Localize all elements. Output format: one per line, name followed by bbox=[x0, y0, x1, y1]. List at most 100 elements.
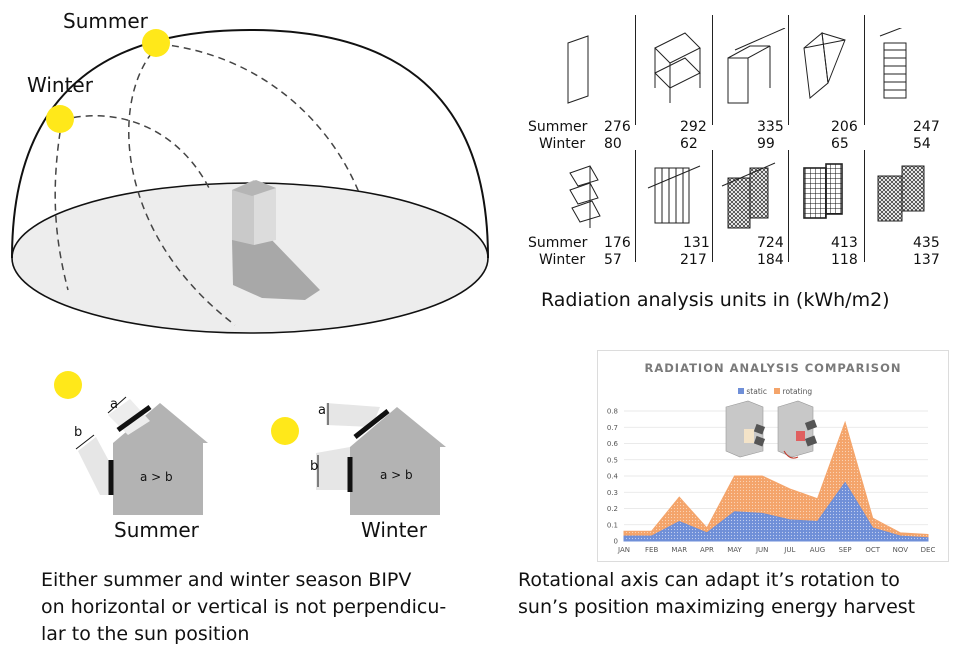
x-tick-label: FEB bbox=[645, 546, 658, 554]
winter-sun-path-arc bbox=[61, 115, 211, 191]
y-tick-label: 0.7 bbox=[607, 424, 618, 432]
legend-swatch-static bbox=[738, 388, 744, 394]
row-label-summer: Summer bbox=[528, 119, 588, 135]
summer-sun-icon bbox=[54, 371, 82, 399]
grid-divider bbox=[864, 150, 865, 262]
row-label-winter: Winter bbox=[539, 136, 586, 152]
chart-legend: static rotating bbox=[738, 387, 812, 396]
y-tick-label: 0.8 bbox=[607, 408, 618, 416]
grid-divider bbox=[864, 15, 865, 125]
winter-dim-a-label: a bbox=[318, 403, 326, 418]
row-label-winter: Winter bbox=[539, 252, 586, 268]
summer-dim-a-label: a bbox=[110, 397, 118, 412]
winter-value: 184 bbox=[757, 252, 784, 268]
summer-sun-path-arc bbox=[159, 43, 361, 196]
winter-sun-icon bbox=[271, 417, 299, 445]
winter-sun-path bbox=[54, 119, 69, 291]
x-tick-label: SEP bbox=[839, 546, 852, 554]
summer-value: 292 bbox=[680, 119, 707, 135]
winter-sun-icon bbox=[46, 105, 74, 133]
striped-panel-icon bbox=[647, 165, 701, 224]
legend-swatch-rotating bbox=[774, 388, 781, 394]
summer-value: 413 bbox=[831, 235, 858, 251]
y-tick-label: 0.4 bbox=[607, 473, 619, 481]
y-tick-label: 0 bbox=[614, 538, 618, 546]
winter-house-label: Winter bbox=[361, 518, 427, 542]
grid-divider bbox=[788, 15, 789, 125]
summer-sun-label: Summer bbox=[63, 9, 148, 33]
summer-value: 131 bbox=[683, 235, 710, 251]
bipv-caption-line: Either summer and winter season BIPV bbox=[41, 569, 412, 591]
x-tick-label: NOV bbox=[893, 546, 909, 554]
x-tick-label: DEC bbox=[921, 546, 936, 554]
radiation-analysis-grid: Summer Winter 276 80 292 62 335 99 206 6… bbox=[520, 10, 958, 320]
winter-value: 217 bbox=[680, 252, 707, 268]
rotation-caption-line: Rotational axis can adapt it’s rotation … bbox=[518, 569, 900, 591]
bipv-caption: Either summer and winter season BIPV on … bbox=[41, 567, 446, 648]
y-tick-label: 0.2 bbox=[607, 505, 618, 513]
summer-roof-panel bbox=[116, 404, 152, 433]
grid-divider bbox=[712, 15, 713, 125]
winter-wall-beam bbox=[316, 447, 350, 490]
grid-divider bbox=[712, 150, 713, 262]
winter-value: 57 bbox=[604, 252, 622, 268]
legend-label-rotating: rotating bbox=[782, 387, 813, 396]
winter-value: 80 bbox=[604, 136, 622, 152]
summer-value: 335 bbox=[757, 119, 784, 135]
winter-value: 137 bbox=[913, 252, 940, 268]
x-tick-label: JAN bbox=[617, 546, 630, 554]
flat-panel-icon bbox=[567, 35, 589, 104]
winter-value: 118 bbox=[831, 252, 858, 268]
winter-value: 65 bbox=[831, 136, 849, 152]
chart-panel: RADIATION ANALYSIS COMPARISON static rot… bbox=[597, 350, 949, 562]
chart-title: RADIATION ANALYSIS COMPARISON bbox=[644, 361, 902, 375]
house-comparison: a b a > b Summer a b a > b Winter bbox=[0, 355, 500, 555]
winter-house bbox=[350, 407, 446, 515]
summer-value: 724 bbox=[757, 235, 784, 251]
bottom-row-panel-sketches bbox=[569, 162, 925, 229]
houses-svg bbox=[54, 371, 446, 515]
louver-panel-icon bbox=[879, 28, 907, 99]
twisted-panel-icon bbox=[803, 32, 846, 99]
y-tick-label: 0.5 bbox=[607, 456, 618, 464]
building-left-face bbox=[232, 180, 254, 245]
winter-value: 54 bbox=[913, 136, 931, 152]
summer-sun-path bbox=[128, 43, 236, 326]
x-tick-label: OCT bbox=[865, 546, 880, 554]
summer-value: 206 bbox=[831, 119, 858, 135]
grid-panel-icon bbox=[803, 163, 843, 219]
bipv-caption-line: on horizontal or vertical is not perpend… bbox=[41, 596, 447, 618]
building-roof bbox=[232, 180, 276, 196]
x-tick-label: APR bbox=[700, 546, 714, 554]
building-icon-rotating bbox=[777, 400, 818, 459]
legend-label-static: static bbox=[746, 387, 767, 396]
dimension-a bbox=[107, 396, 127, 414]
winter-sun-label: Winter bbox=[27, 73, 93, 97]
summer-house-label: Summer bbox=[114, 518, 199, 542]
x-tick-label: AUG bbox=[810, 546, 825, 554]
x-tick-label: JUN bbox=[755, 546, 768, 554]
rotation-arrow-icon bbox=[783, 450, 799, 459]
summer-value: 247 bbox=[913, 119, 940, 135]
folded-panel-icon bbox=[654, 32, 701, 103]
mesh-panel-icon bbox=[721, 162, 776, 229]
dimension-b bbox=[75, 434, 95, 450]
summer-inner-text: a > b bbox=[140, 470, 173, 484]
top-row-panel-sketches bbox=[567, 28, 907, 104]
rotation-caption-line: sun’s position maximizing energy harvest bbox=[518, 596, 916, 618]
radiation-caption: Radiation analysis units in (kWh/m2) bbox=[541, 289, 890, 311]
grid-divider bbox=[635, 150, 636, 262]
row-label-summer: Summer bbox=[528, 235, 588, 251]
series-area-static bbox=[623, 481, 929, 542]
summer-house bbox=[113, 403, 208, 515]
box-panel-icon bbox=[727, 28, 786, 104]
x-tick-label: JUL bbox=[783, 546, 795, 554]
winter-value: 62 bbox=[680, 136, 698, 152]
rotation-caption: Rotational axis can adapt it’s rotation … bbox=[518, 567, 915, 621]
summer-value: 176 bbox=[604, 235, 631, 251]
summer-sun-icon bbox=[142, 29, 170, 57]
zigzag-panel-icon bbox=[569, 165, 601, 228]
summer-dim-b-label: b bbox=[74, 425, 83, 440]
sun-path-diagram: Summer Winter bbox=[0, 0, 500, 340]
